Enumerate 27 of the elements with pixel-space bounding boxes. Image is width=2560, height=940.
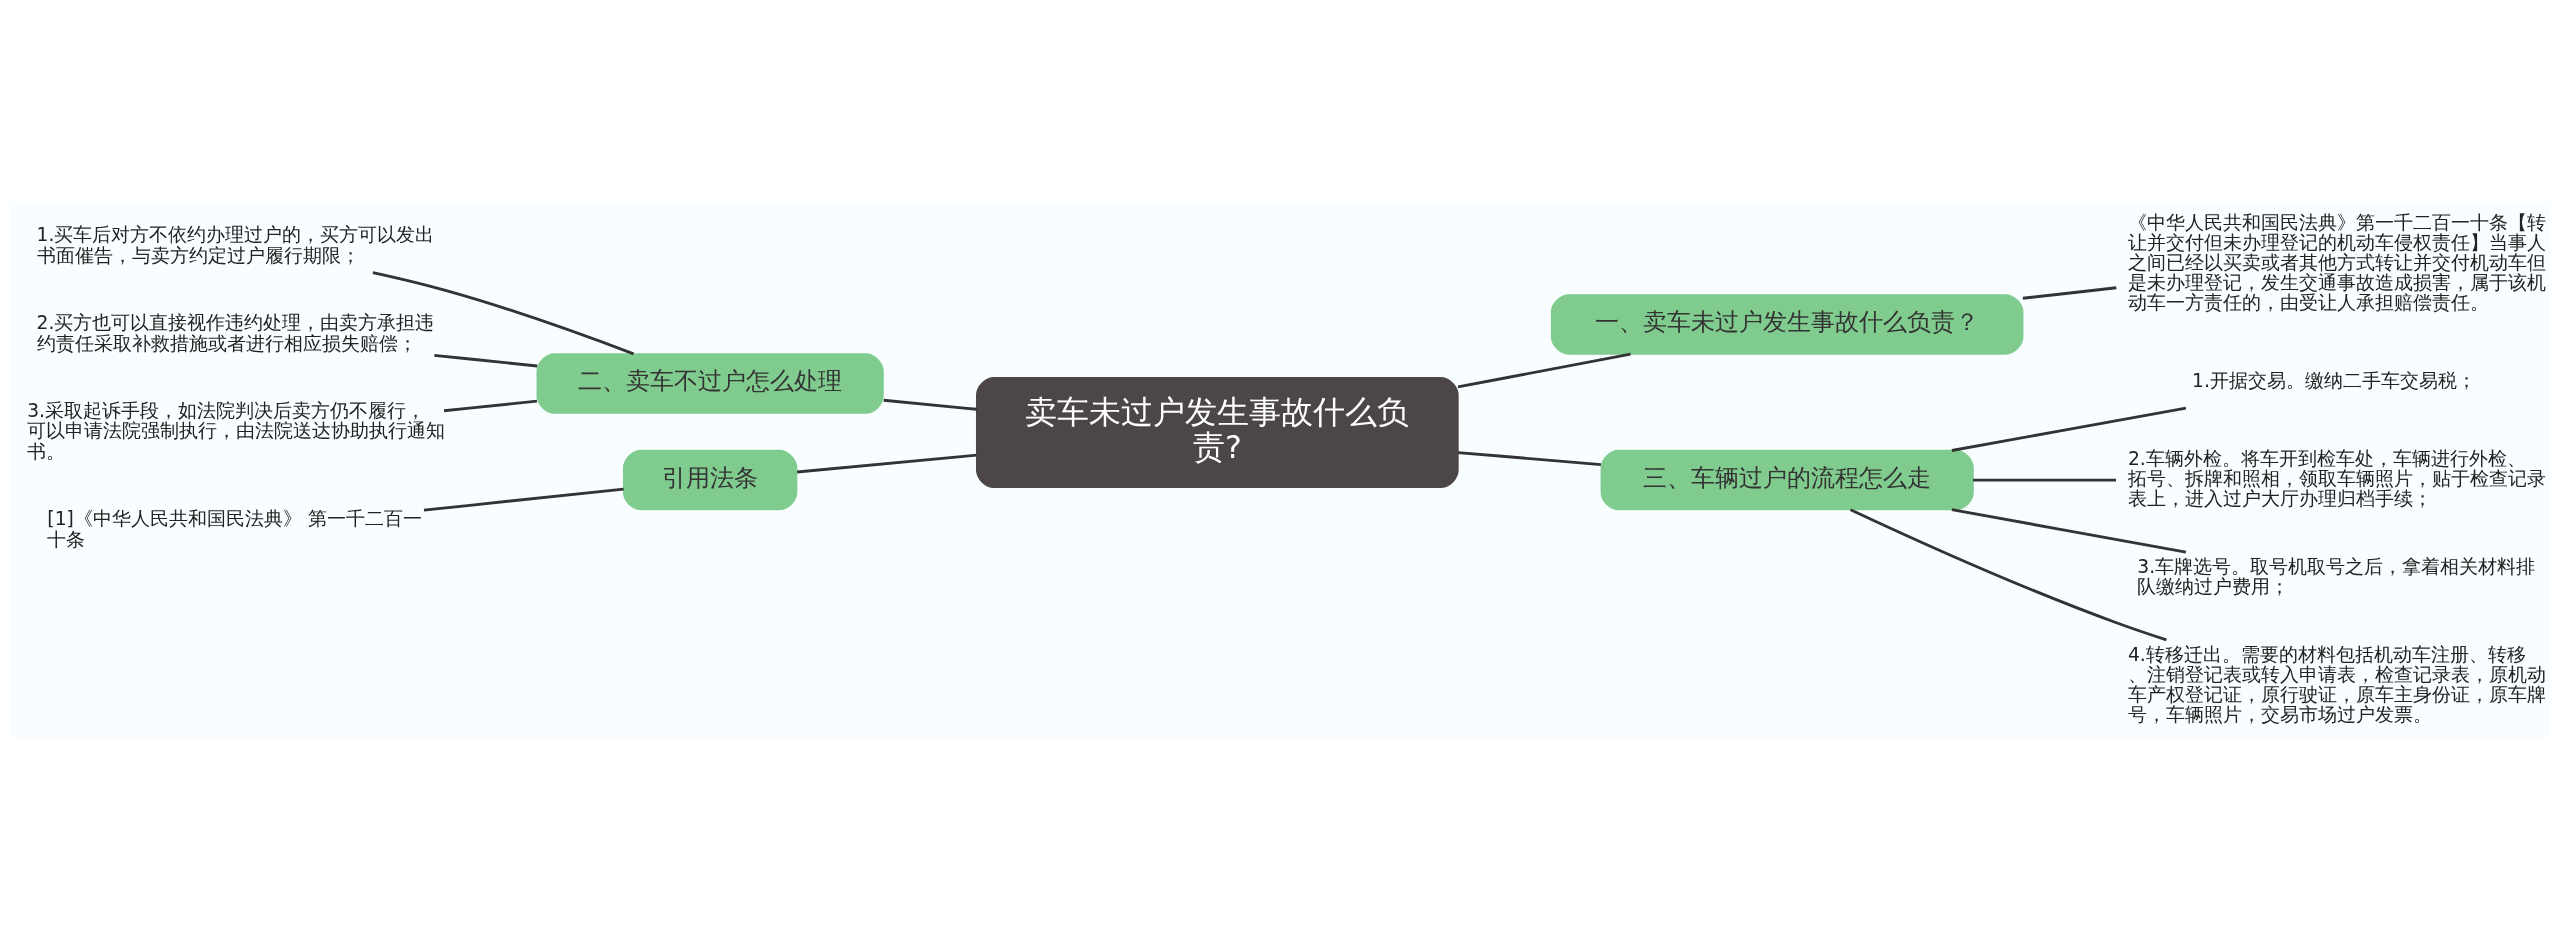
connector	[2022, 286, 2117, 300]
node-text: [1]《中华人民共和国民法典》 第一千二百一十条	[47, 508, 422, 550]
node-box: 三、车辆过户的流程怎么走	[1600, 449, 1974, 511]
connector	[1457, 352, 1631, 389]
node-text: 3.车牌选号。取号机取号之后，拿着相关材料排队缴纳过户费用；	[2137, 555, 2536, 598]
node-box: 二、卖车不过户怎么处理	[536, 353, 884, 414]
node-text: 3.采取起诉手段，如法院判决后卖方仍不履行，可以申请法院强制执行，由法院送达协助执行通知书。	[27, 400, 446, 462]
node-text: 1.买车后对方不依约办理过户的，买方可以发出书面催告，与卖方约定过户履行期限；	[36, 224, 435, 266]
connector	[372, 271, 635, 356]
connector	[443, 399, 538, 413]
node-box: 引用法条	[622, 449, 798, 511]
node-box: 卖车未过户发生事故什么负责?	[976, 377, 1459, 488]
node-text: 1.开据交易。缴纳二手车交易税；	[2192, 370, 2476, 392]
connector	[797, 453, 977, 474]
connector	[883, 398, 977, 411]
connector	[1973, 478, 2117, 482]
node-text: 2.买方也可以直接视作违约处理，由卖方承担违约责任采取补救措施或者进行相应损失赔偿；	[36, 312, 435, 354]
connector	[423, 487, 624, 512]
node-text: 2.车辆外检。将车开到检车处，车辆进行外检、拓号、拆牌和照相，领取车辆照片，贴于检查记录表上，进入过户大厅办理归档手续；	[2127, 447, 2546, 510]
connector	[1951, 508, 2187, 554]
connector	[1849, 508, 2167, 642]
connector	[1951, 406, 2187, 452]
node-text: 4.转移迁出。需要的材料包括机动车注册、转移、注销登记表或转入申请表，检查记录表，原机动车产权登记证，原行驶证，原车主身份证，原车牌号，车辆照片，交易市场过户发票。	[2127, 643, 2546, 726]
node-text: 《中华人民共和国民法典》第一千二百一十条【转让并交付但未办理登记的机动车侵权责任】当事人之间已经以买卖或者其他方式转让并交付机动车但是未办理登记，发生交通事故造成损害，属于该机动车一方责任的，由受让人承担赔偿责任。	[2127, 211, 2546, 314]
connector	[1457, 451, 1601, 466]
node-box: 一、卖车未过户发生事故什么负责？	[1550, 294, 2024, 355]
connector	[434, 353, 538, 368]
